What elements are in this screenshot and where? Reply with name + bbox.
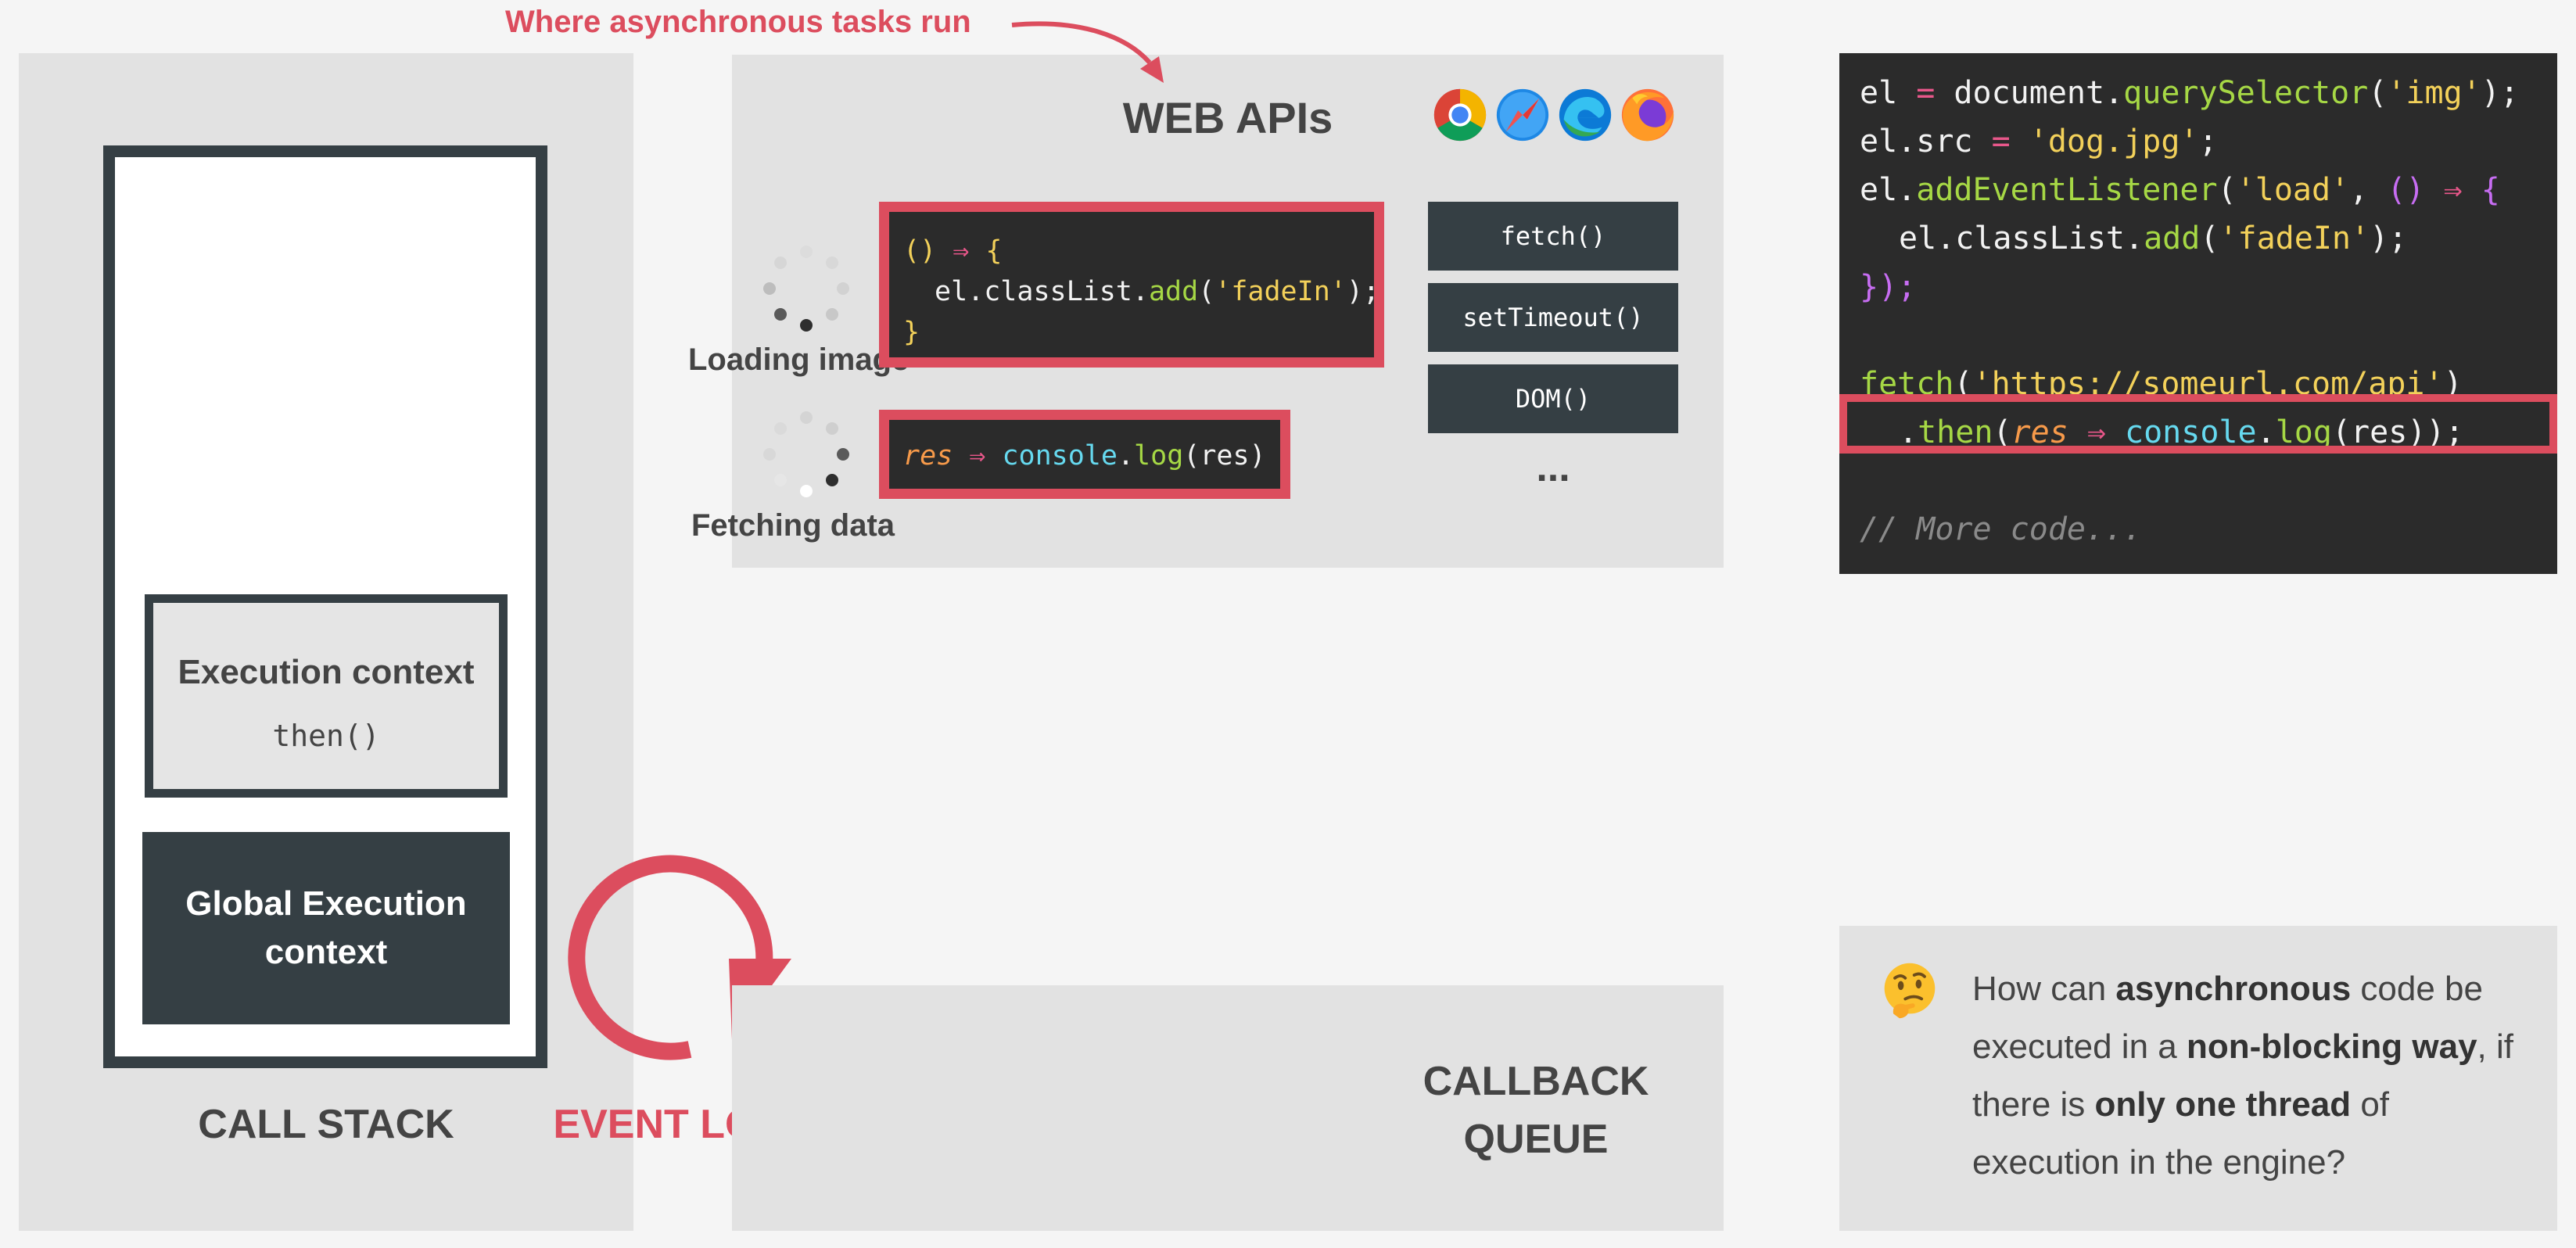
loading-image-label: Loading image <box>688 342 909 377</box>
code-line: .then(res ⇒ console.log(res)); <box>1899 414 2464 450</box>
web-apis-title: WEB APIs <box>1122 93 1333 142</box>
load-callback-code-box: () ⇒ { el.classList.add('fadeIn'); } <box>879 202 1384 368</box>
loading-spinner-icon <box>760 242 852 335</box>
safari-icon <box>1496 88 1549 142</box>
code-line: () ⇒ { <box>903 235 1003 267</box>
callback-queue-label: CALLBACK QUEUE <box>1379 1053 1692 1168</box>
question-card <box>1839 926 2557 1231</box>
browser-icons <box>1430 84 1678 147</box>
execution-context-box: Execution context then() <box>145 594 508 798</box>
execution-context-function: then() <box>272 719 380 753</box>
code-line: el.addEventListener('load', () ⇒ { <box>1860 172 2500 208</box>
call-stack-label: CALL STACK <box>198 1102 454 1147</box>
global-execution-context-box: Global Execution context <box>142 832 510 1024</box>
api-dom: DOM() <box>1428 364 1678 433</box>
code-comment: // More code... <box>1860 511 2143 547</box>
firefox-icon <box>1621 88 1674 142</box>
fetching-data-label: Fetching data <box>691 508 895 543</box>
api-more-ellipsis: ... <box>1536 445 1570 490</box>
chrome-icon <box>1433 88 1487 142</box>
question-text: How can asynchronous code be executed in… <box>1972 970 2513 1182</box>
thinking-face-icon <box>1884 963 1936 1019</box>
edge-icon <box>1559 88 1612 142</box>
code-line: el = document.querySelector('img'); <box>1860 75 2519 111</box>
code-line: el.classList.add('fadeIn'); <box>935 276 1379 307</box>
then-line-highlight <box>1839 394 2557 454</box>
execution-context-title: Execution context <box>178 653 475 691</box>
code-line: el.src = 'dog.jpg'; <box>1860 124 2218 160</box>
fetching-spinner-icon <box>760 408 852 500</box>
annotation-arrow-icon <box>1011 21 1164 83</box>
annotation-label: Where asynchronous tasks run <box>505 5 971 39</box>
code-line: } <box>903 317 920 348</box>
code-line: el.classList.add('fadeIn'); <box>1899 221 2408 256</box>
fetch-callback-code-box: res ⇒ console.log(res) <box>879 410 1290 499</box>
api-fetch: fetch() <box>1428 202 1678 271</box>
source-code-panel: el = document.querySelector('img'); el.s… <box>1839 53 2557 574</box>
api-settimeout: setTimeout() <box>1428 283 1678 352</box>
callback-queue-label-line2: QUEUE <box>1463 1117 1609 1162</box>
callback-queue-panel <box>732 985 1724 1231</box>
callback-queue-label-line1: CALLBACK <box>1423 1059 1649 1104</box>
code-line: }); <box>1860 269 1917 305</box>
